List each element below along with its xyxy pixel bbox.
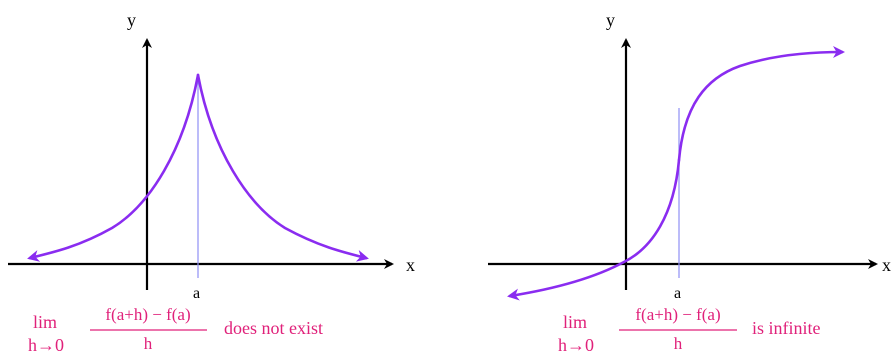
panel-right-vertical-tangent: y x a lim h→0 f(a+h) − f(a) h is infinit…: [488, 10, 891, 355]
left-tick-label-a: a: [193, 285, 200, 302]
left-result-text: does not exist: [224, 318, 323, 338]
panel-left-cusp: y x a lim h→0 f(a+h) − f(a) h does not e…: [8, 10, 415, 355]
right-limit-formula: lim h→0 f(a+h) − f(a) h is infinite: [558, 305, 821, 355]
right-lim-word: lim: [563, 312, 587, 332]
left-limit-formula: lim h→0 f(a+h) − f(a) h does not exist: [28, 305, 323, 355]
right-curve-upper-branch: [677, 46, 845, 162]
left-denominator: h: [144, 334, 153, 353]
left-y-label: y: [127, 10, 136, 30]
right-lim-subscript: h→0: [558, 335, 594, 355]
left-curve-left-branch: [27, 73, 200, 262]
right-tick-label-a: a: [674, 285, 681, 302]
right-curve-lower-branch: [507, 158, 681, 301]
left-lim-subscript: h→0: [28, 335, 64, 355]
right-denominator: h: [674, 334, 683, 353]
left-curve-right-branch: [196, 73, 369, 262]
right-y-label: y: [606, 10, 615, 30]
right-result-text: is infinite: [752, 318, 821, 338]
left-x-label: x: [406, 255, 415, 275]
left-lim-word: lim: [33, 312, 57, 332]
right-numerator: f(a+h) − f(a): [635, 305, 720, 324]
left-numerator: f(a+h) − f(a): [105, 305, 190, 324]
right-x-label: x: [882, 255, 891, 275]
